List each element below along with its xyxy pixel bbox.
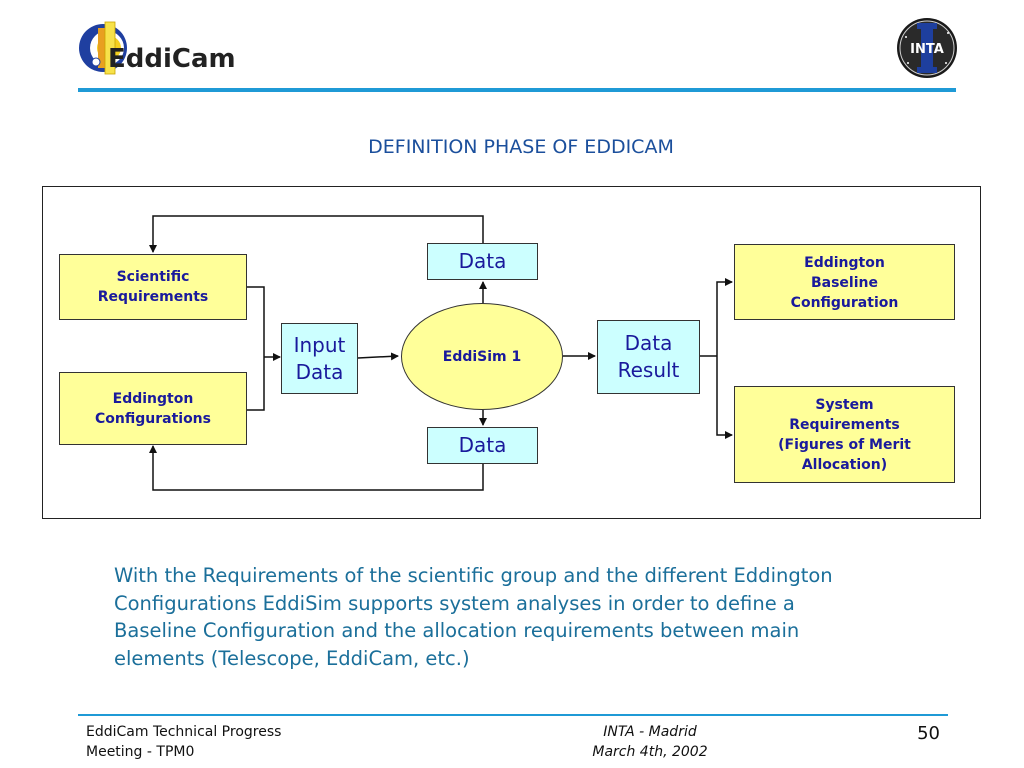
- data-top-label: Data: [458, 249, 507, 273]
- scientific-requirements-line-1: Scientific: [116, 269, 190, 285]
- scientific-requirements-line-2: Requirements: [97, 289, 209, 305]
- inta-logo: INTA: [897, 18, 957, 78]
- slide-title: DEFINITION PHASE OF EDDICAM: [368, 136, 674, 158]
- data-bottom-label: Data: [458, 433, 507, 457]
- system-requirements-line-2: Requirements: [789, 416, 900, 433]
- fork-to-system: [716, 356, 733, 439]
- inta-logo-text: INTA: [910, 42, 944, 57]
- footer-meeting-line-2: Meeting - TPM0: [86, 744, 195, 760]
- baseline-line-3: Configuration: [790, 295, 899, 311]
- eddicam-logo: [79, 21, 127, 75]
- description-paragraph: With the Requirements of the scientific …: [114, 564, 833, 670]
- eddisim-label: EddiSim 1: [442, 348, 522, 365]
- system-requirements-line-4: Allocation): [801, 456, 888, 473]
- system-requirements-line-3: (Figures of Merit: [778, 436, 911, 453]
- data-result-box: Data Result: [597, 320, 700, 394]
- footer-meeting: EddiCam Technical Progress Meeting - TPM…: [86, 722, 281, 762]
- baseline-configuration-box: Eddington Baseline Configuration: [734, 244, 955, 320]
- input-data-line-1: Input: [293, 332, 346, 357]
- eddicam-logo-text: EddiCam: [108, 44, 236, 74]
- bracket-scientific: [247, 286, 265, 411]
- scientific-requirements-box: Scientific Requirements: [59, 254, 247, 320]
- loop-top-line: [149, 215, 484, 253]
- baseline-line-2: Baseline: [810, 275, 878, 291]
- header-rule: [78, 88, 956, 92]
- system-requirements-box: System Requirements (Figures of Merit Al…: [734, 386, 955, 483]
- eddisim-ellipse: EddiSim 1: [401, 303, 563, 410]
- footer-meeting-line-1: EddiCam Technical Progress: [86, 724, 282, 740]
- data-result-line-1: Data: [624, 331, 673, 355]
- footer-location: INTA - Madrid: [603, 724, 697, 740]
- data-top-box: Data: [427, 243, 538, 280]
- eddington-configurations-box: Eddington Configurations: [59, 372, 247, 445]
- arrow-input-to-eddisim: [357, 352, 399, 361]
- system-requirements-line-1: System: [815, 396, 874, 413]
- footer-rule: [78, 714, 948, 716]
- data-result-line-2: Result: [617, 358, 680, 382]
- data-bottom-box: Data: [427, 427, 538, 464]
- baseline-line-1: Eddington: [804, 255, 885, 271]
- page-number: 50: [917, 723, 940, 744]
- eddington-configurations-line-2: Configurations: [95, 410, 211, 427]
- input-data-line-2: Data: [295, 359, 344, 384]
- loop-bottom-line: [149, 445, 484, 491]
- fork-to-baseline: [716, 278, 733, 356]
- diagram-frame: [42, 186, 981, 519]
- eddington-configurations-line-1: Eddington: [112, 390, 194, 407]
- input-data-box: Input Data: [281, 323, 358, 394]
- footer-date: March 4th, 2002: [592, 744, 708, 760]
- footer-location-date: INTA - Madrid March 4th, 2002: [560, 722, 740, 762]
